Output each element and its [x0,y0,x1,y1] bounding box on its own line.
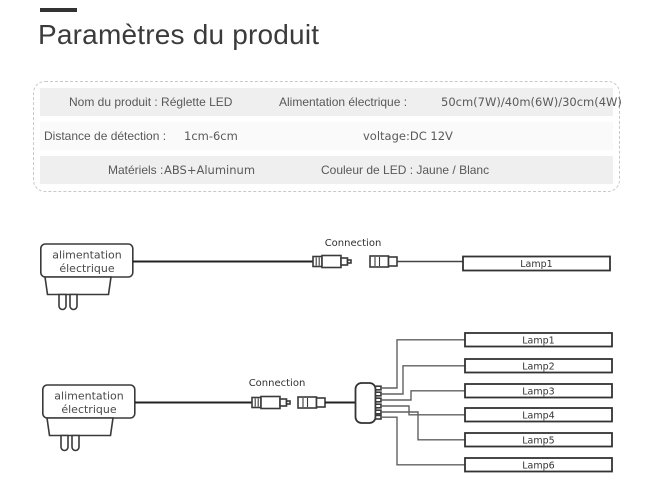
power-value: 50cm(7W)/40m(6W)/30cm(4W) [441,95,622,109]
plug-base [46,417,114,437]
spec-row-materials: Matériels : ABS+Aluminum Couleur de LED … [40,156,613,184]
voltage-cell: voltage:DC 12V [363,129,453,143]
connection-label: Connection [325,238,382,249]
female-connector-icon [369,255,398,268]
lamp-label: Lamp1 [520,259,552,270]
plug-prong-icon [69,293,78,311]
plug-prong-icon [58,293,67,311]
detection-label: Distance de détection : [44,129,167,143]
title-accent-dash [40,8,77,12]
product-name-cell: Nom du produit : Réglette LED [69,95,233,109]
male-connector-icon [251,395,291,410]
plug-base [44,276,112,296]
lamp-wire [381,411,465,441]
splitter-hub-icon [354,382,382,424]
male-connector-icon [312,254,352,269]
diagram-six-lamps: alimentation électrique Connection [41,332,613,473]
power-adapter-icon: alimentation électrique [41,384,136,452]
materials-label: Matériels : [108,163,164,177]
plug-prong-icon [71,434,80,452]
lamp-label: Lamp2 [522,361,554,372]
adapter-label-line1: alimentation [52,249,121,262]
lamp-label: Lamp4 [522,410,554,421]
spec-row-detection: Distance de détection : 1cm-6cm voltage:… [40,122,613,150]
lamp-bar: Lamp6 [464,457,613,473]
lamp-label: Lamp5 [522,435,554,446]
lamp-bar: Lamp3 [464,383,613,399]
lamp-label: Lamp3 [522,386,554,397]
adapter-label-line2: électrique [59,262,114,275]
lamp-label: Lamp6 [522,460,554,471]
lamp-label: Lamp1 [522,335,554,346]
power-adapter-icon: alimentation électrique [39,243,134,311]
spec-row-product: Nom du produit : Réglette LED Alimentati… [40,88,622,116]
lamp-bar: Lamp1 [462,255,611,272]
diagram-single-lamp: alimentation électrique Connection [39,238,611,311]
lamp-bar: Lamp2 [464,358,613,374]
lamp-wire [381,405,465,416]
adapter-label-line1: alimentation [54,390,123,403]
led-color-cell: Couleur de LED : Jaune / Blanc [321,163,490,177]
plug-prong-icon [60,434,69,452]
detection-value: 1cm-6cm [184,129,238,143]
lamp-wire [381,416,465,466]
female-connector-icon [297,396,326,409]
materials-value: ABS+Aluminum [164,163,256,177]
lamp-bar: Lamp4 [464,407,613,423]
spec-table: Nom du produit : Réglette LED Alimentati… [33,81,622,192]
lamp-wire [381,365,465,395]
lamp-wire [381,339,465,389]
lamp-wire [381,390,465,401]
connection-label: Connection [249,378,306,389]
power-label: Alimentation électrique : [279,95,408,109]
lamp-bar: Lamp1 [464,332,613,348]
page-title: Paramètres du produit [38,19,320,50]
adapter-label-line2: électrique [61,403,116,416]
lamp-bar: Lamp5 [464,432,613,448]
